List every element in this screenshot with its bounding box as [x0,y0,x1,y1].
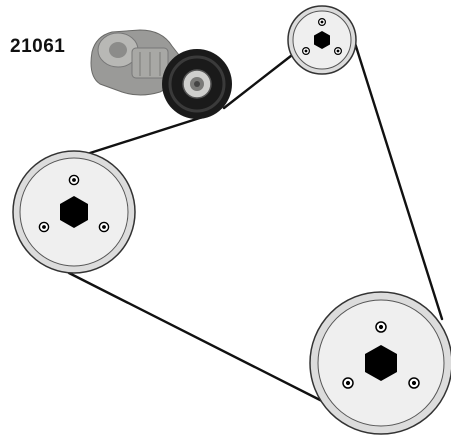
belt-segment-top-pulley-to-right-pulley [352,38,444,321]
bolt-icon [408,377,420,389]
bolt-icon [318,18,327,27]
bolt-icon [38,221,50,233]
tensioner-pulley-bolt [194,81,200,87]
bolt-icon [342,377,354,389]
hex-hub-icon [365,345,397,381]
bolt-icon [302,46,311,55]
bolt-icon [98,221,110,233]
belt-tensioner-image [90,29,232,119]
belt-segment-tensioner-to-top-pulley [222,50,298,110]
bolt-icon [68,174,80,186]
bolt-icon [375,321,387,333]
bolt-icon [334,46,343,55]
serpentine-belt [67,38,444,404]
pulley-icon [287,5,357,75]
pulley-icon [309,291,451,435]
belt-segment-left-pulley-to-tensioner [88,114,208,155]
belt-segment-left-pulley-to-right-pulley [67,271,326,404]
tensioner-pivot-center [109,42,127,58]
hex-hub-icon [314,31,330,49]
tensioner-pulley-groove [168,55,226,113]
pulley-icon [12,150,136,274]
part-number-label: 21061 [10,36,66,57]
hex-hub-icon [60,196,88,228]
